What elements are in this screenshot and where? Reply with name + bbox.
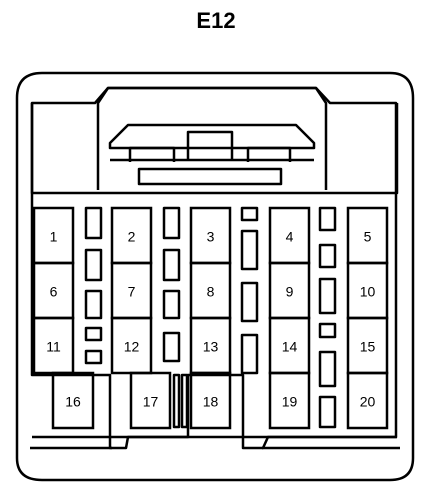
pin-number-5: 5 xyxy=(364,229,372,245)
connector-title: E12 xyxy=(196,8,236,33)
small-cavity xyxy=(172,373,181,429)
small-cavity xyxy=(240,229,259,271)
latch-right-tab xyxy=(246,146,292,162)
pin-cavity-16 xyxy=(51,371,95,430)
pin-number-20: 20 xyxy=(360,394,376,410)
small-cavity xyxy=(318,277,337,315)
pin-number-18: 18 xyxy=(203,394,219,410)
pin-cavity-20 xyxy=(346,371,389,430)
pin-number-7: 7 xyxy=(128,284,136,300)
pin-number-14: 14 xyxy=(282,339,298,355)
small-cavity xyxy=(162,248,181,282)
small-cavity xyxy=(240,206,259,222)
pin-number-17: 17 xyxy=(143,394,159,410)
small-cavity xyxy=(318,206,337,232)
pin-number-4: 4 xyxy=(286,229,294,245)
pin-number-3: 3 xyxy=(207,229,215,245)
pin-number-6: 6 xyxy=(50,284,58,300)
pin-number-11: 11 xyxy=(46,339,61,355)
latch-arch xyxy=(108,123,316,150)
small-cavity xyxy=(84,349,103,365)
connector-housing-outline xyxy=(15,71,415,482)
pin-number-15: 15 xyxy=(360,339,376,355)
small-cavity xyxy=(240,281,259,323)
pin-number-9: 9 xyxy=(286,284,294,300)
pin-number-13: 13 xyxy=(203,339,219,355)
pin-cavity-19 xyxy=(268,371,311,430)
pin-number-8: 8 xyxy=(207,284,215,300)
small-cavity xyxy=(84,248,103,282)
small-cavity xyxy=(84,326,103,342)
small-cavity xyxy=(84,206,103,240)
small-cavity xyxy=(318,395,337,429)
pin-cavity-18 xyxy=(189,371,232,430)
pin-number-1: 1 xyxy=(50,229,58,245)
latch-center xyxy=(186,130,234,160)
latch-left-tab xyxy=(128,146,176,162)
small-cavity xyxy=(240,333,259,375)
pin-number-10: 10 xyxy=(360,284,376,300)
pin-number-12: 12 xyxy=(124,339,140,355)
small-cavity xyxy=(162,331,181,363)
small-cavity xyxy=(318,350,337,388)
small-cavity xyxy=(318,322,337,339)
pin-cavity-17 xyxy=(129,371,172,430)
small-cavity xyxy=(84,289,103,320)
small-cavity xyxy=(318,243,337,269)
pin-number-16: 16 xyxy=(65,394,81,410)
small-cavity xyxy=(180,373,189,429)
upper-inner-frame xyxy=(96,86,328,190)
small-cavity xyxy=(162,289,181,320)
locking-slot xyxy=(137,167,283,186)
upper-panel xyxy=(30,103,399,195)
small-cavity xyxy=(162,206,181,240)
pin-number-2: 2 xyxy=(128,229,136,245)
connector-lower-rim xyxy=(30,435,400,450)
pin-number-19: 19 xyxy=(282,394,298,410)
